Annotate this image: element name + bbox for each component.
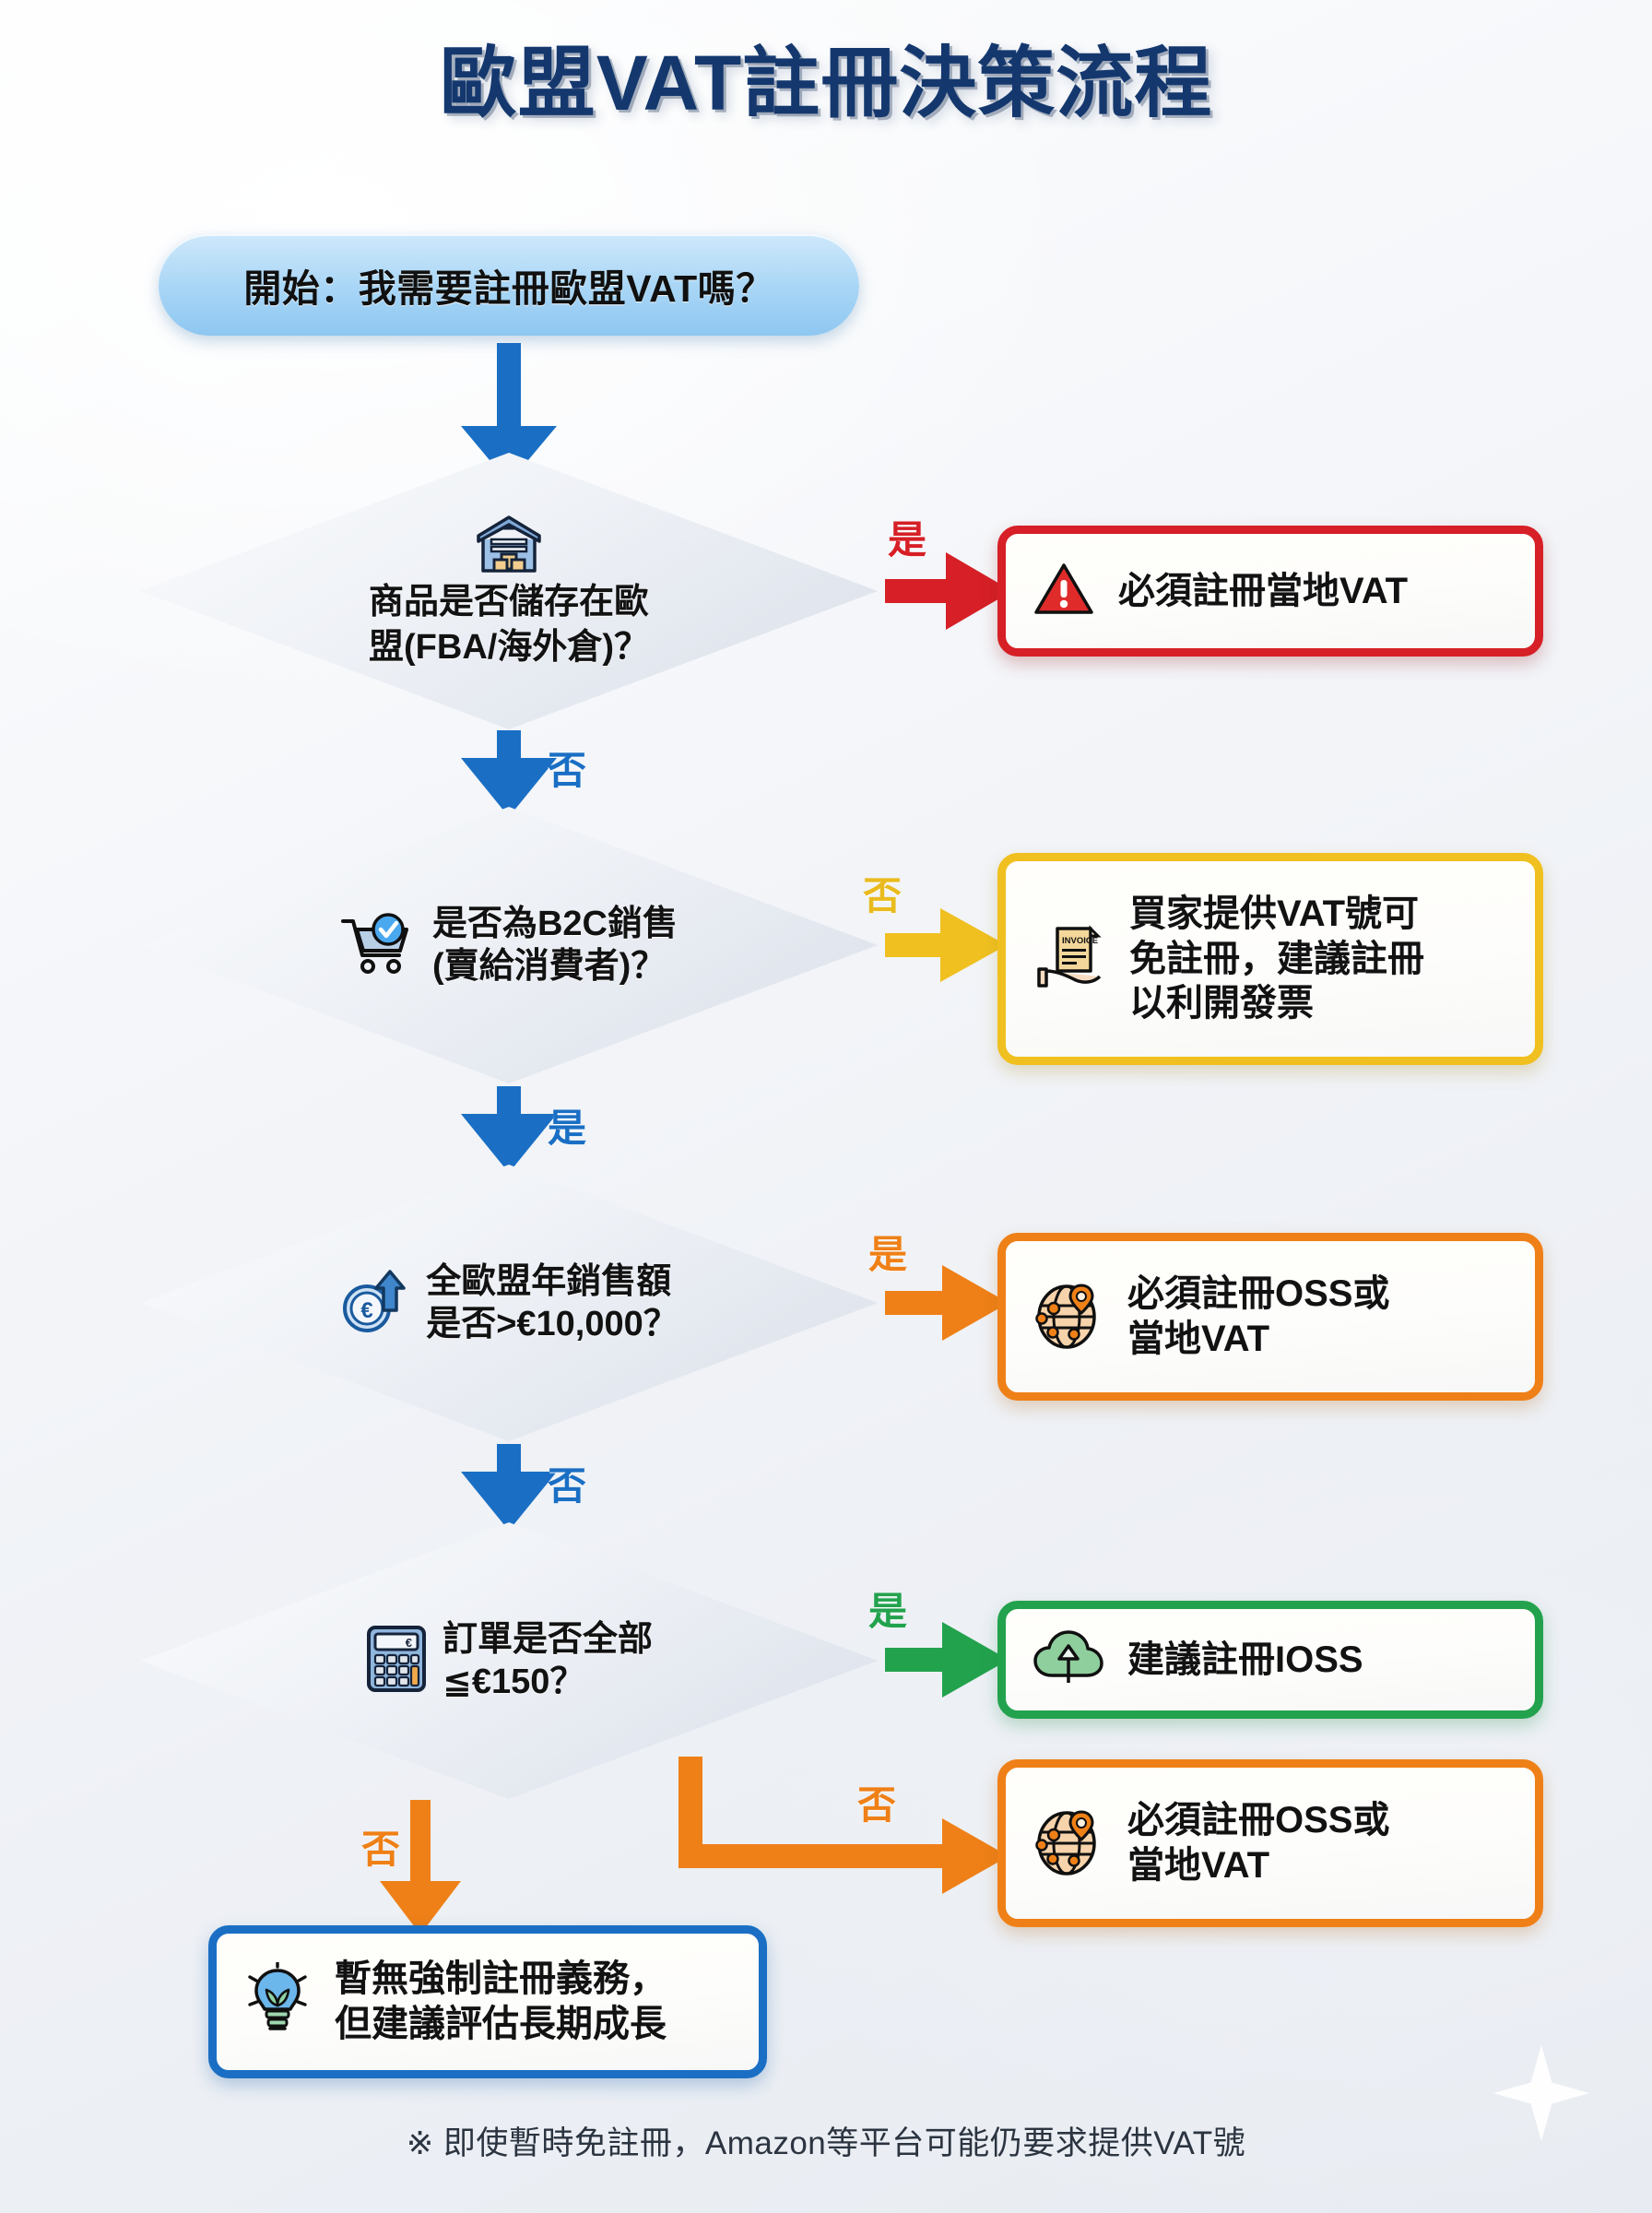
decision-label-line1: 全歐盟年銷售額 [426, 1261, 672, 1301]
branch-label-b2c-yes: 是 [548, 1106, 587, 1150]
branch-label-storage-no: 否 [548, 749, 587, 792]
shopping-cart-check-icon [340, 912, 418, 978]
result-label-line2: 但建議評估長期成長 [335, 2004, 667, 2044]
decision-label-line1: 訂單是否全部 [442, 1619, 653, 1659]
decision-label-line1: 商品是否儲存在歐 [368, 583, 649, 622]
calculator-icon: € [365, 1625, 428, 1698]
connector-b2c-yes [461, 1086, 557, 1173]
footnote: ※ 即使暫時免註冊，Amazon等平台可能仍要求提供VAT號 [406, 2125, 1246, 2161]
result-no-obligation[interactable]: 暫無強制註冊義務， 但建議評估長期成長 [208, 1925, 767, 2078]
branch-label-b2c-no: 否 [863, 874, 903, 917]
decision-label-line1: 是否為B2C銷售 [431, 904, 678, 943]
warehouse-icon [475, 514, 543, 579]
svg-text:INVOICE: INVOICE [1062, 936, 1098, 946]
result-local-vat[interactable]: 必須註冊當地VAT [997, 526, 1543, 657]
warning-triangle-icon [1033, 562, 1094, 621]
globe-pin-icon [1033, 1806, 1103, 1881]
svg-text:€: € [406, 1636, 412, 1650]
euro-coin-growth-icon: € [339, 1268, 411, 1339]
decision-label-line2: ≦€150？ [442, 1663, 585, 1701]
branch-label-order-yes: 是 [868, 1590, 908, 1633]
lightbulb-leaf-icon [244, 1960, 311, 2042]
connector-order-no-right [678, 1757, 1009, 1894]
branch-label-order-no-right: 否 [857, 1783, 897, 1827]
decision-label-line2: (賣給消費者)？ [431, 947, 667, 986]
branch-label-order-no-down: 否 [361, 1828, 401, 1871]
connector-threshold-no [461, 1444, 557, 1531]
result-oss-or-local-vat-1[interactable]: 必須註冊OSS或 當地VAT [997, 1233, 1543, 1401]
result-ioss[interactable]: 建議註冊IOSS [997, 1601, 1543, 1719]
result-label-line1: 必須註冊OSS或 [1127, 1273, 1390, 1315]
invoice-hand-icon: INVOICE [1033, 923, 1105, 996]
branch-label-threshold-yes: 是 [868, 1233, 908, 1276]
connector-order-no-down [380, 1800, 461, 1935]
result-label-line2: 免註冊，建議註冊 [1129, 938, 1424, 979]
connector-storage-yes [885, 552, 1012, 630]
connector-b2c-no [885, 908, 1007, 982]
start-node[interactable]: 開始：我需要註冊歐盟VAT嗎？ [159, 234, 859, 336]
globe-pin-icon [1033, 1280, 1103, 1355]
result-label-line3: 以利開發票 [1129, 983, 1314, 1024]
decision-label-line2: 盟(FBA/海外倉)？ [369, 627, 649, 667]
connector-threshold-yes [885, 1265, 1009, 1341]
start-node-label: 開始：我需要註冊歐盟VAT嗎？ [243, 267, 774, 310]
branch-label-storage-yes: 是 [888, 518, 927, 562]
svg-text:€: € [361, 1298, 373, 1323]
result-b2b-invoice[interactable]: INVOICE 買家提供VAT號可 免註冊，建議註冊 以利開發票 [997, 853, 1543, 1065]
connector-order-yes [885, 1622, 1009, 1698]
page-title: 歐盟VAT註冊決策流程 [439, 40, 1213, 126]
result-label-line1: 買家提供VAT號可 [1129, 893, 1420, 934]
result-label: 建議註冊IOSS [1127, 1639, 1363, 1680]
cloud-upload-icon [1033, 1629, 1103, 1691]
result-label-line1: 暫無強制註冊義務， [335, 1959, 667, 2000]
decision-node-order-value[interactable]: € 訂單是否全部 ≦€150？ [140, 1522, 878, 1799]
decision-node-threshold[interactable]: € 全歐盟年銷售額 是否>€10,000？ [140, 1165, 878, 1441]
decision-label-line2: 是否>€10,000？ [426, 1305, 678, 1343]
result-oss-or-local-vat-2[interactable]: 必須註冊OSS或 當地VAT [997, 1759, 1543, 1927]
result-label-line2: 當地VAT [1127, 1319, 1270, 1359]
branch-label-threshold-no: 否 [548, 1464, 587, 1508]
result-label-line1: 必須註冊OSS或 [1127, 1800, 1390, 1841]
decision-node-storage[interactable]: 商品是否儲存在歐 盟(FBA/海外倉)？ [140, 453, 878, 729]
connector-storage-no [461, 730, 557, 817]
decision-node-b2c[interactable]: 是否為B2C銷售 (賣給消費者)？ [140, 807, 878, 1083]
result-label: 必須註冊當地VAT [1118, 570, 1409, 611]
result-label-line2: 當地VAT [1127, 1845, 1270, 1886]
